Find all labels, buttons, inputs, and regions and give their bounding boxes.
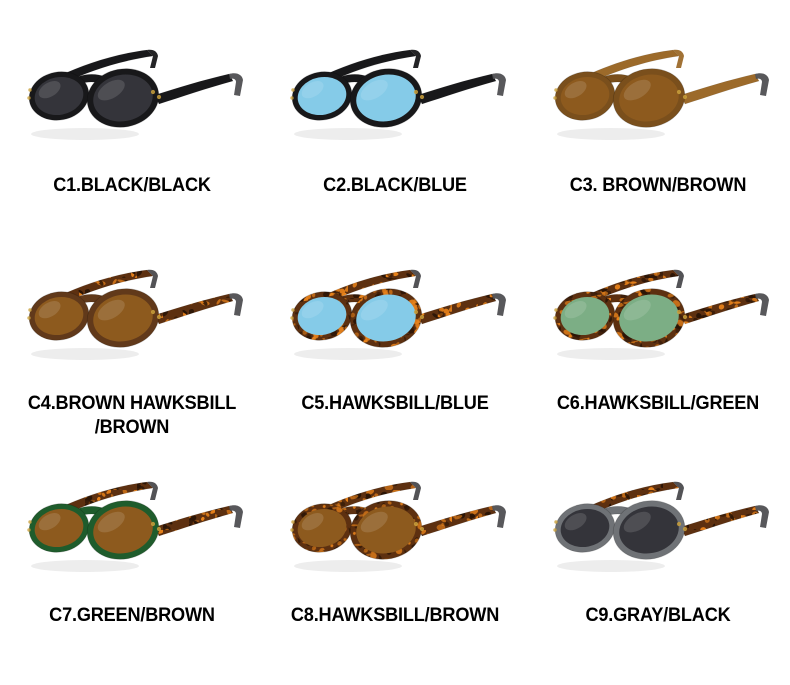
- variant-label: C2.BLACK/BLUE: [323, 174, 467, 196]
- product-variant-tile[interactable]: C9.GRAY/BLACK: [527, 470, 790, 670]
- sunglasses-image-c2: [270, 38, 520, 158]
- sunglasses-image-c4: [7, 258, 257, 378]
- variant-label: C5.HAWKSBILL/BLUE: [301, 392, 489, 414]
- sunglasses-image-c8: [270, 470, 520, 590]
- variant-label: C7.GREEN/BROWN: [48, 604, 215, 626]
- sunglasses-image-c9: [533, 470, 783, 590]
- product-variant-tile[interactable]: C8.HAWKSBILL/BROWN: [263, 470, 526, 670]
- variant-label: C8.HAWKSBILL/BROWN: [290, 604, 500, 626]
- product-variant-tile[interactable]: C3. BROWN/BROWN: [527, 38, 790, 258]
- variant-label: C6.HAWKSBILL/GREEN: [557, 392, 760, 414]
- sunglasses-image-c6: [533, 258, 783, 378]
- product-variant-tile[interactable]: C6.HAWKSBILL/GREEN: [527, 258, 790, 470]
- product-variant-tile[interactable]: C7.GREEN/BROWN: [0, 470, 263, 670]
- product-variant-tile[interactable]: C1.BLACK/BLACK: [0, 38, 263, 258]
- product-variant-tile[interactable]: C4.BROWN HAWKSBILL /BROWN: [0, 258, 263, 470]
- sunglasses-image-c1: [7, 38, 257, 158]
- sunglasses-image-c3: [533, 38, 783, 158]
- variant-label: C3. BROWN/BROWN: [570, 174, 747, 196]
- product-variant-tile[interactable]: C5.HAWKSBILL/BLUE: [263, 258, 526, 470]
- product-variant-tile[interactable]: C2.BLACK/BLUE: [263, 38, 526, 258]
- variant-label: C4.BROWN HAWKSBILL /BROWN: [27, 392, 236, 438]
- sunglasses-image-c7: [7, 470, 257, 590]
- variant-label: C9.GRAY/BLACK: [585, 604, 731, 626]
- variant-label: C1.BLACK/BLACK: [52, 174, 211, 196]
- sunglasses-image-c5: [270, 258, 520, 378]
